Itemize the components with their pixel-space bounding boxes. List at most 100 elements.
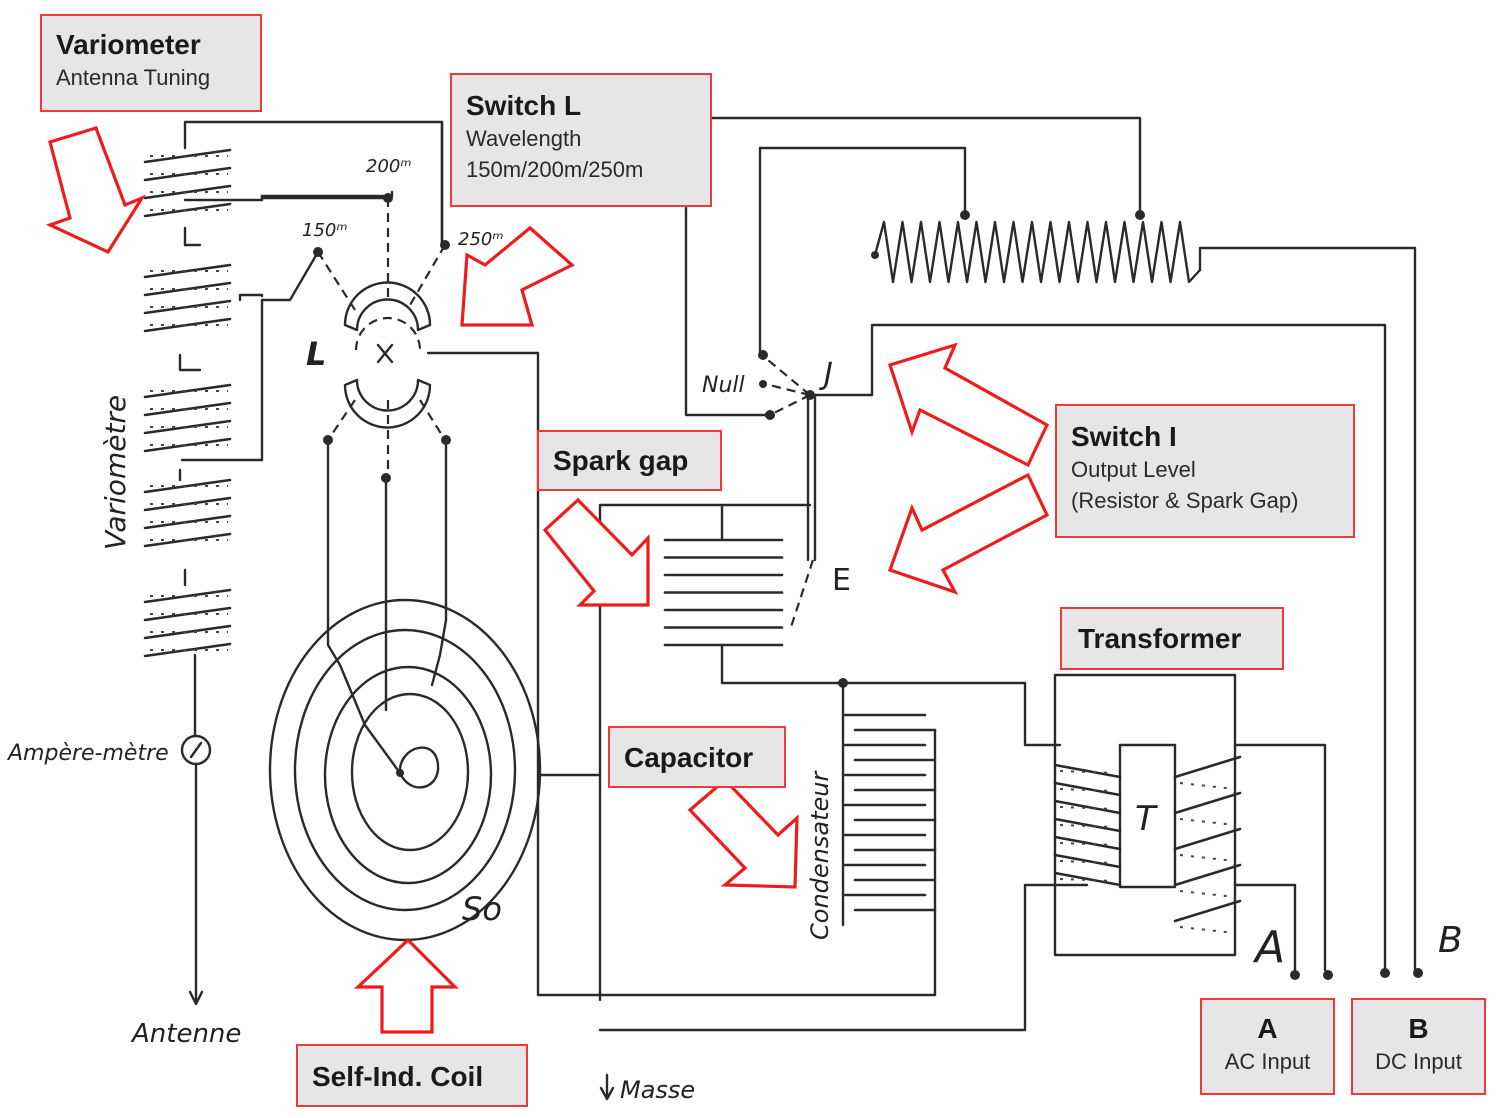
winding-stroke xyxy=(143,419,232,435)
label-self-ind-coil-title: Self-Ind. Coil xyxy=(312,1061,484,1092)
secondary-dots xyxy=(1179,890,1236,898)
text-null: Null xyxy=(702,373,745,398)
label-switch-i-sub2: (Resistor & Spark Gap) xyxy=(1071,488,1299,513)
transformer-symbol xyxy=(598,673,1423,1032)
label-transformer: Transformer xyxy=(1060,607,1284,670)
label-switch-l-sub2: 150m/200m/250m xyxy=(466,157,644,182)
winding-links xyxy=(178,226,202,667)
text-antenne: Antenne xyxy=(130,1019,241,1049)
arrow-spark-gap xyxy=(542,497,650,607)
text-150m: 150ᵐ xyxy=(302,220,348,241)
label-input-b: B DC Input xyxy=(1351,998,1486,1095)
variometer-windings xyxy=(143,148,232,667)
arrow-variometer xyxy=(45,126,147,255)
primary-winding xyxy=(1053,799,1122,815)
secondary-dots xyxy=(1179,818,1236,826)
text-transformer-t: T xyxy=(1135,799,1158,839)
spark-gap-symbol xyxy=(598,503,1062,1002)
winding-stroke xyxy=(143,281,232,297)
primary-dots xyxy=(1059,788,1116,792)
text-variometre: Variomètre xyxy=(99,395,132,550)
antenna-arrow xyxy=(188,990,204,1006)
annotation-arrows xyxy=(45,126,1050,1034)
primary-winding xyxy=(1053,781,1122,797)
text-ampere-metre: Ampère-mètre xyxy=(6,741,169,766)
wire-150m xyxy=(180,250,320,462)
winding-stroke xyxy=(143,588,232,604)
primary-dots xyxy=(1059,878,1116,882)
text-terminal-a: A xyxy=(1252,922,1285,973)
winding-stroke xyxy=(143,166,232,182)
arrow-switch-l xyxy=(460,225,575,327)
primary-dots xyxy=(1059,806,1116,810)
arrow-self-ind-coil xyxy=(353,937,459,1034)
winding-stroke xyxy=(143,383,232,399)
text-switch-j: J xyxy=(819,357,833,392)
label-switch-l-sub1: Wavelength xyxy=(466,126,582,151)
self-induction-coil xyxy=(268,438,602,942)
text-switch-l: L xyxy=(306,335,326,373)
text-spark-e: E xyxy=(832,563,851,598)
arrow-switch-i-lower xyxy=(887,472,1050,595)
label-variometer: Variometer Antenna Tuning xyxy=(40,14,262,112)
secondary-winding xyxy=(1173,827,1242,851)
winding-stroke xyxy=(143,478,232,494)
secondary-dots xyxy=(1179,782,1236,790)
label-spark-gap-title: Spark gap xyxy=(553,445,689,476)
resistor xyxy=(684,116,1417,972)
label-switch-i-title: Switch I xyxy=(1071,421,1177,452)
label-input-a-title: A xyxy=(1257,1013,1278,1044)
label-switch-l: Switch L Wavelength 150m/200m/250m xyxy=(450,73,712,207)
winding-stroke xyxy=(143,624,232,640)
primary-dots xyxy=(1059,860,1116,864)
text-masse: Masse xyxy=(620,1076,695,1104)
winding-stroke xyxy=(143,514,232,530)
ground-arrow xyxy=(599,1073,615,1101)
winding-stroke xyxy=(143,496,232,512)
primary-winding xyxy=(1053,835,1122,851)
label-capacitor-title: Capacitor xyxy=(624,742,754,773)
primary-winding xyxy=(1053,871,1122,887)
primary-winding xyxy=(1053,817,1122,833)
text-200m: 200ᵐ xyxy=(366,156,412,177)
label-variometer-sub: Antenna Tuning xyxy=(56,65,211,90)
secondary-dots xyxy=(1179,854,1236,862)
text-250m: 250ᵐ xyxy=(458,229,504,250)
text-terminal-b: B xyxy=(1438,920,1463,961)
secondary-winding xyxy=(1173,791,1242,815)
primary-dots xyxy=(1059,770,1116,774)
text-coil-so: So xyxy=(462,890,502,928)
secondary-winding xyxy=(1173,863,1242,887)
label-input-a-sub: AC Input xyxy=(1224,1049,1311,1074)
winding-stroke xyxy=(143,263,232,279)
winding-stroke xyxy=(143,202,232,218)
winding-stroke xyxy=(143,401,232,417)
label-input-b-sub: DC Input xyxy=(1375,1049,1462,1074)
winding-stroke xyxy=(143,532,232,548)
winding-stroke xyxy=(143,299,232,315)
label-capacitor: Capacitor xyxy=(608,726,786,788)
label-spark-gap: Spark gap xyxy=(537,430,722,491)
label-input-a: A AC Input xyxy=(1200,998,1335,1095)
label-self-ind-coil: Self-Ind. Coil xyxy=(296,1044,528,1107)
text-condensateur: Condensateur xyxy=(806,770,834,940)
primary-winding xyxy=(1053,763,1122,779)
arrow-switch-i-upper xyxy=(887,342,1050,468)
winding-stroke xyxy=(143,148,232,164)
winding-stroke xyxy=(143,437,232,453)
wire-top-outer xyxy=(684,116,1142,217)
winding-stroke xyxy=(143,317,232,333)
winding-stroke xyxy=(143,642,232,658)
label-variometer-title: Variometer xyxy=(56,29,201,60)
switch-l-symbol xyxy=(313,193,540,997)
label-transformer-title: Transformer xyxy=(1078,623,1242,654)
primary-dots xyxy=(1059,824,1116,828)
winding-stroke xyxy=(143,606,232,622)
label-switch-i: Switch I Output Level (Resistor & Spark … xyxy=(1055,404,1355,538)
label-input-b-title: B xyxy=(1408,1013,1429,1044)
label-switch-l-title: Switch L xyxy=(466,90,582,121)
secondary-winding xyxy=(1173,755,1242,779)
switch-j-symbol xyxy=(758,350,874,562)
arrow-capacitor xyxy=(687,777,799,889)
